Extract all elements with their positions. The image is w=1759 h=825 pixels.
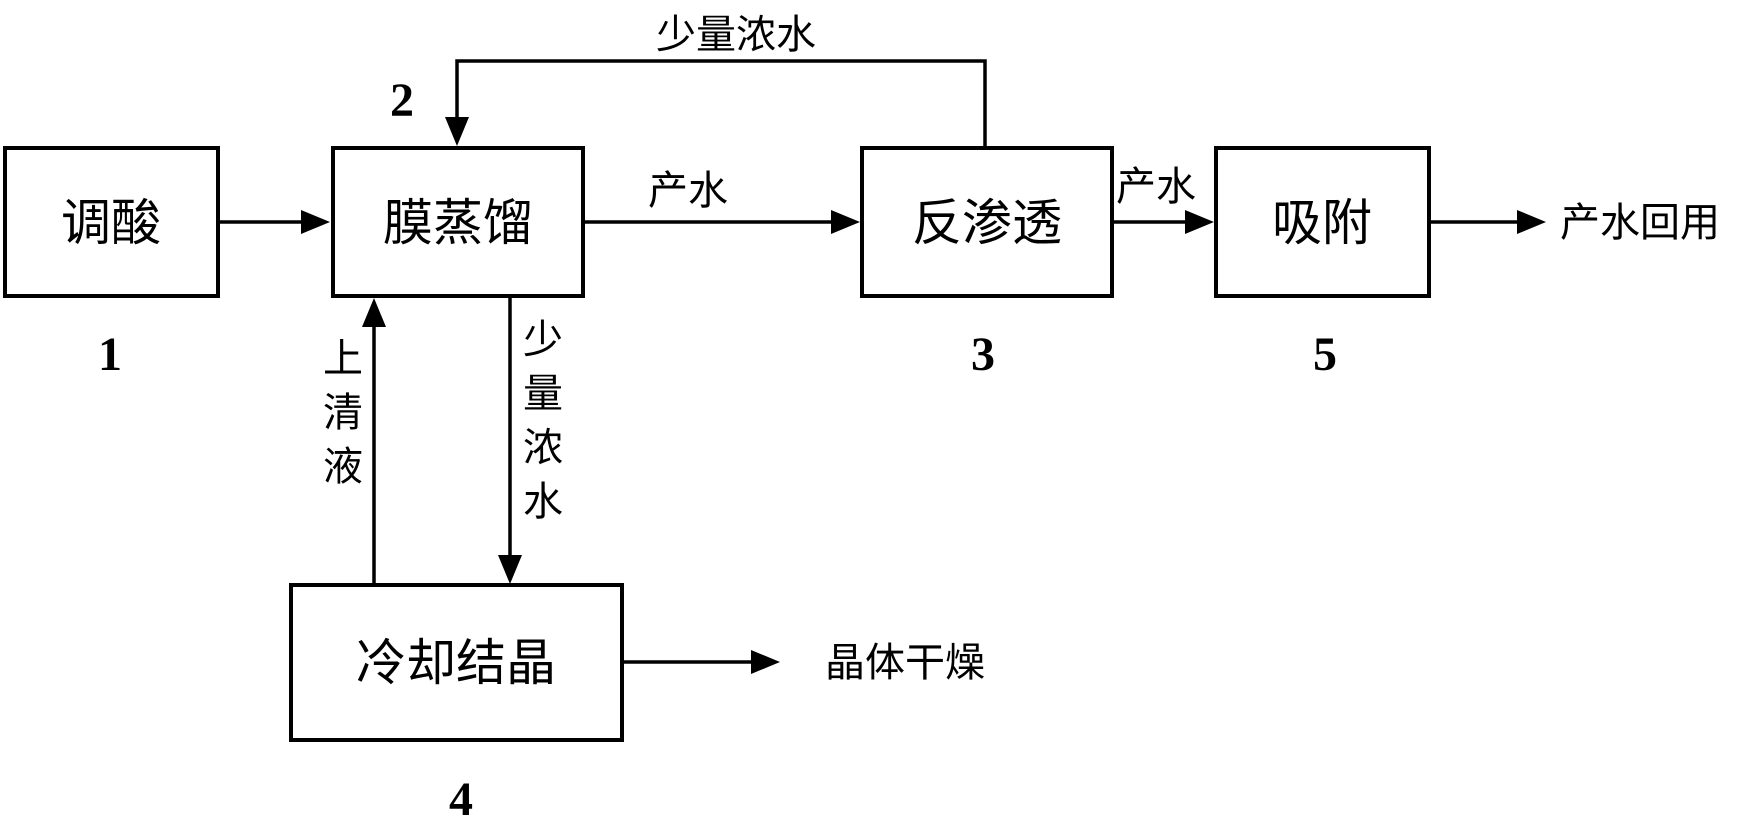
edge-ro-to-md-feedback xyxy=(445,59,987,146)
node-membrane-distillation-number: 2 xyxy=(390,74,414,127)
edge-supernatant-char-3: 液 xyxy=(323,444,363,490)
node-cooling-crystallization: 冷却结晶 xyxy=(289,583,624,742)
edge-concentrate-char-3: 浓 xyxy=(523,425,563,471)
node-membrane-distillation: 膜蒸馏 xyxy=(331,146,585,298)
edge-ro-to-md-label: 少量浓水 xyxy=(656,12,816,58)
node-reverse-osmosis: 反渗透 xyxy=(860,146,1114,298)
edge-concentrate-char-4: 水 xyxy=(523,479,563,525)
node-cooling-crystallization-number: 4 xyxy=(449,773,473,825)
node-reverse-osmosis-label: 反渗透 xyxy=(912,194,1062,252)
edge-concentrate-char-2: 量 xyxy=(523,371,563,417)
edge-supernatant-char-1: 上 xyxy=(323,336,363,382)
node-membrane-distillation-label: 膜蒸馏 xyxy=(383,194,533,252)
node-adsorption-label: 吸附 xyxy=(1272,194,1372,252)
edge-crystal-out-label: 晶体干燥 xyxy=(825,640,985,686)
edge-concentrate-char-1: 少 xyxy=(523,317,563,363)
node-cooling-crystallization-label: 冷却结晶 xyxy=(356,634,556,692)
edge-acid-to-md xyxy=(220,210,330,234)
node-adsorption: 吸附 xyxy=(1214,146,1431,298)
node-acid-adjust-number: 1 xyxy=(98,328,122,381)
node-reverse-osmosis-number: 3 xyxy=(971,328,995,381)
edge-supernatant-char-2: 清 xyxy=(323,390,363,436)
edge-crystal-out xyxy=(624,650,780,674)
edge-crystal-to-md xyxy=(362,298,386,583)
edge-adsorption-out xyxy=(1431,210,1546,234)
node-adsorption-number: 5 xyxy=(1313,328,1337,381)
node-acid-adjust-label: 调酸 xyxy=(61,194,161,252)
edge-adsorption-out-label: 产水回用 xyxy=(1560,200,1720,246)
node-acid-adjust: 调酸 xyxy=(3,146,220,298)
edge-md-to-ro-label: 产水 xyxy=(648,168,728,214)
edge-md-to-ro xyxy=(585,210,860,234)
edge-ro-to-adsorption-label: 产水 xyxy=(1116,164,1196,210)
edge-md-to-crystal xyxy=(498,298,522,584)
edge-ro-to-adsorption xyxy=(1114,210,1214,234)
